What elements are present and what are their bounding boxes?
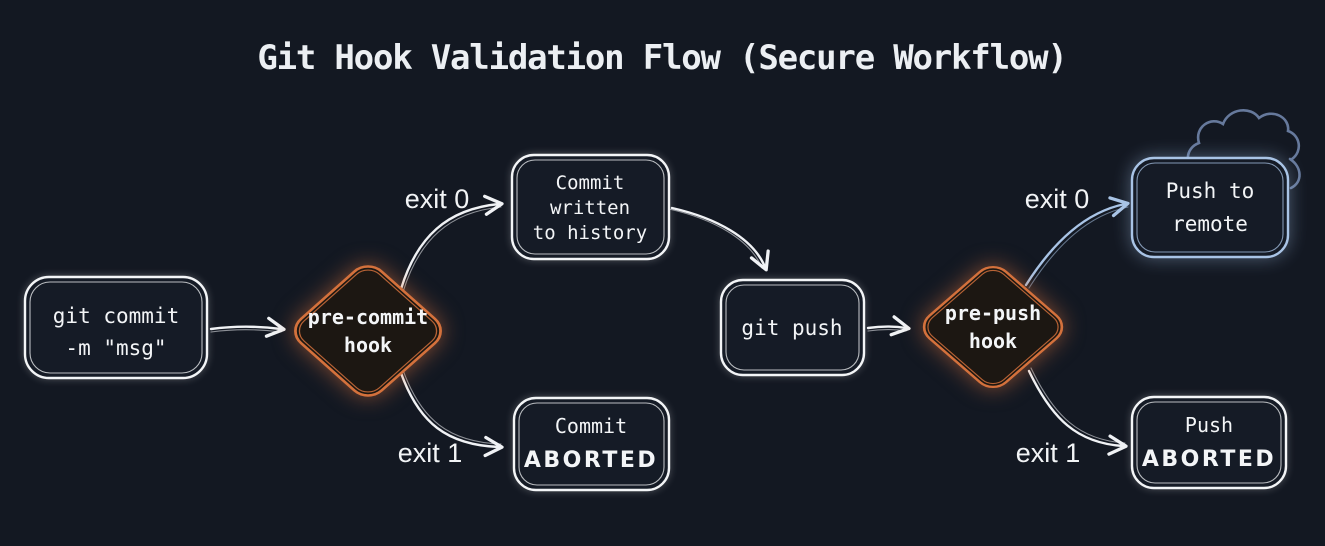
diagram-title: Git Hook Validation Flow (Secure Workflo…: [257, 38, 1066, 78]
pre-commit-hook-label-line1: pre-commit: [308, 305, 428, 329]
edge-written-to-gitpush: [668, 206, 770, 272]
node-commit-aborted: Commit ABORTED: [512, 396, 671, 492]
edge-precommit-exit1: [399, 369, 504, 458]
commit-aborted-label-line2: ABORTED: [524, 448, 658, 473]
node-commit-written: Commit written to history: [510, 153, 671, 261]
pre-push-hook-label-line1: pre-push: [945, 301, 1041, 325]
edge-precommit-exit0: [399, 194, 504, 293]
node-git-commit: git commit -m "msg": [23, 275, 209, 380]
edge-commit-to-precommit: [209, 316, 286, 338]
edge-label-exit1-prepush: exit 1: [1016, 438, 1081, 468]
node-pre-commit-hook: pre-commit hook: [294, 265, 442, 397]
commit-aborted-label-line1: Commit: [555, 414, 627, 438]
edge-label-exit0-precommit: exit 0: [405, 184, 470, 214]
git-push-label: git push: [741, 316, 842, 340]
git-commit-label-line2: -m "msg": [65, 336, 166, 360]
node-git-push: git push: [719, 278, 866, 377]
edge-gitpush-to-prepush: [866, 315, 911, 337]
edge-prepush-exit1: [1027, 367, 1128, 456]
push-aborted-label-line1: Push: [1185, 413, 1233, 437]
push-to-remote-label-line1: Push to: [1166, 179, 1255, 203]
commit-written-label-line1: Commit: [556, 172, 625, 194]
node-push-to-remote: Push to remote: [1130, 156, 1290, 259]
pre-push-hook-label-line2: hook: [969, 329, 1017, 353]
edge-label-exit1-precommit: exit 1: [398, 438, 463, 468]
cloud-icon: [1186, 109, 1301, 190]
edge-label-exit0-prepush: exit 0: [1025, 184, 1090, 214]
push-aborted-label-line2: ABORTED: [1142, 447, 1276, 472]
push-to-remote-label-line2: remote: [1172, 212, 1248, 236]
node-push-aborted: Push ABORTED: [1130, 395, 1288, 490]
node-pre-push-hook: pre-push hook: [922, 265, 1064, 389]
pre-commit-hook-label-line2: hook: [344, 333, 392, 357]
commit-written-label-line2: written: [550, 197, 630, 219]
git-commit-label-line1: git commit: [53, 304, 179, 328]
commit-written-label-line3: to history: [533, 222, 647, 244]
edge-prepush-exit0: [1024, 196, 1130, 289]
